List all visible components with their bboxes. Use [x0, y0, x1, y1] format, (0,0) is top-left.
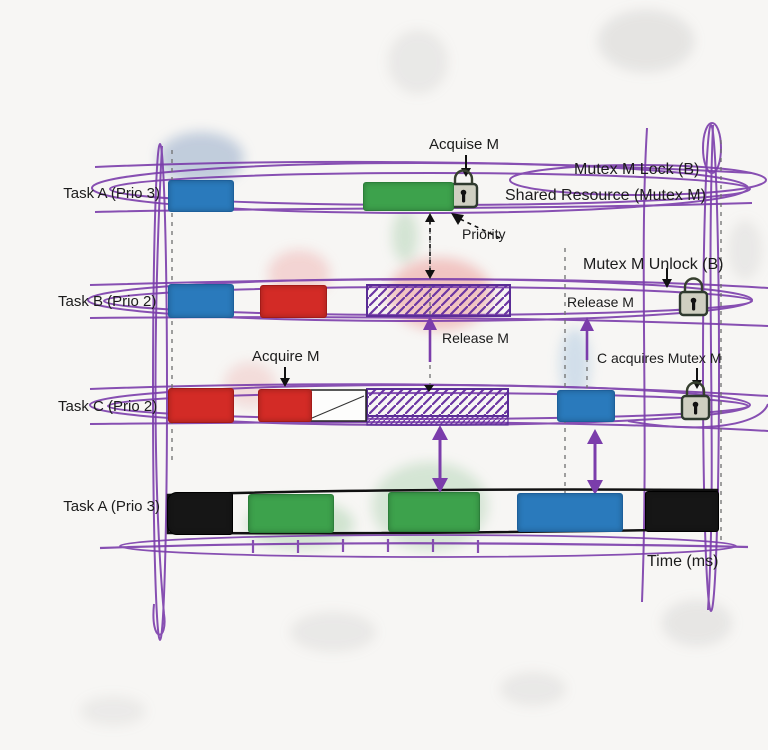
context-switch-arrow-right [587, 429, 603, 495]
task-c-blocked-segment [366, 388, 509, 417]
time-axis [99, 534, 749, 558]
mutex-m-unlock-label: Mutex M Unlock (B) [583, 256, 724, 273]
task-a-row-label: Task A (Prio 3) [63, 185, 160, 202]
priority-pointer-arrow [451, 213, 501, 239]
lock-icon [680, 381, 711, 421]
merged-bar-blue-block [517, 493, 623, 532]
shared-resource-label: Shared Resource (Mutex M) [505, 187, 706, 204]
acquire-m-arrow-task-c [280, 367, 290, 387]
task-b-run-block [168, 284, 234, 318]
merged-bar-black-block [645, 491, 719, 532]
priority-label: Priority [462, 226, 506, 242]
merged-bar-green-block [248, 494, 334, 533]
merged-row-label: Task A (Prio 3) [63, 498, 160, 515]
task-c-run-block [258, 389, 312, 422]
merged-bar-black-block [167, 492, 233, 535]
release-m-arrow-c [580, 317, 594, 360]
task-c-blocked-strip [366, 415, 509, 426]
lock-icon [448, 169, 479, 209]
c-acquires-mutex-label: C acquires Mutex M [597, 350, 722, 366]
time-axis-label: Time (ms) [647, 553, 719, 570]
task-b-blocked-segment [366, 284, 511, 317]
task-c-run-block [168, 388, 234, 423]
frame-verticals [152, 122, 722, 641]
mutex-m-lock-label: Mutex M Lock (B) [574, 161, 700, 178]
task-a-run-block [168, 180, 234, 212]
release-m-inline-label: Release M [567, 294, 634, 310]
acquire-m-label-task-c: Acquire M [252, 348, 320, 365]
task-c-mutex-block [557, 390, 615, 422]
release-m-arrow-b [423, 316, 437, 362]
context-switch-arrow-left [432, 425, 448, 493]
task-a-critical-block [363, 182, 454, 211]
release-m-between-label: Release M [442, 330, 509, 346]
acquire-m-label-task-a: Acquise M [429, 136, 500, 153]
c-acquires-arrow [692, 368, 702, 389]
task-c-row-label: Task C (Prio 2) [58, 398, 158, 415]
task-b-run-block [260, 285, 327, 318]
mutex-unlock-arrow [662, 268, 672, 288]
task-c-idle-segment [309, 389, 367, 422]
task-b-row-label: Task B (Prio 2) [58, 293, 157, 310]
priority-inheritance-arrow [424, 213, 435, 392]
merged-bar-green-block [388, 492, 480, 532]
